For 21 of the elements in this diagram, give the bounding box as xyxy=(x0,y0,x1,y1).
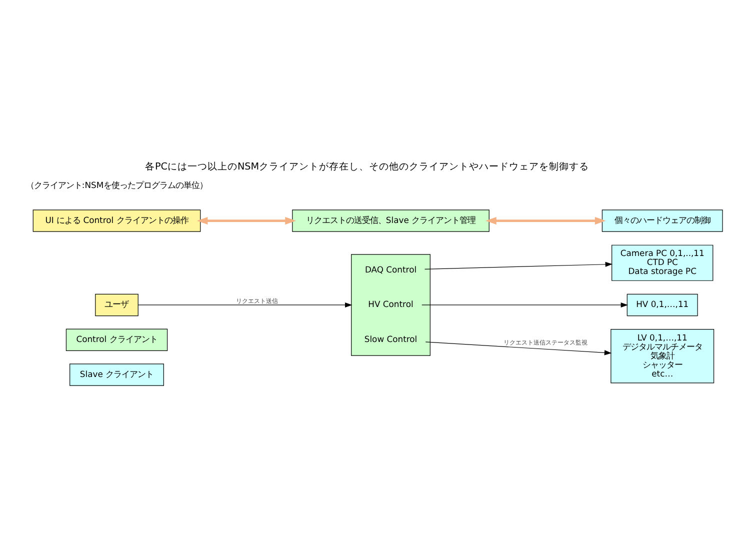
node-box: Slave クライアント xyxy=(70,364,164,386)
arrow xyxy=(422,302,628,308)
diagram-title: 各PCには一つ以上のNSMクライアントが存在し、その他のクライアントやハードウェアを制御する xyxy=(144,162,590,173)
node-box: LV 0,1,…,11 デジタルマルチメータ 気象計 シャッター etc… xyxy=(610,329,714,384)
label: （クライアント:NSMを使ったプログラムの単位） xyxy=(26,180,208,190)
arrow xyxy=(138,302,352,308)
node-text: Slow Control xyxy=(364,334,418,344)
node-text: HV Control xyxy=(368,299,414,310)
node-text: DAQ Control xyxy=(364,264,417,274)
cluster xyxy=(351,254,430,356)
node-box: Camera PC 0,1,..,11 CTD PC Data storage PC xyxy=(612,244,714,281)
arrow xyxy=(425,342,612,356)
node-box: UI による Control クライアントの操作 xyxy=(32,210,201,232)
arrow xyxy=(196,216,296,225)
arrow xyxy=(486,216,606,225)
node-box: リクエストの送受信、Slave クライアント管理 xyxy=(292,210,490,232)
arrow xyxy=(424,262,613,270)
node-box: ユーザ xyxy=(95,294,138,316)
node-box: HV 0,1,…,11 xyxy=(626,294,698,316)
node-box: 個々のハードウェアの制御 xyxy=(602,210,723,232)
node-box: Control クライアント xyxy=(66,328,168,351)
